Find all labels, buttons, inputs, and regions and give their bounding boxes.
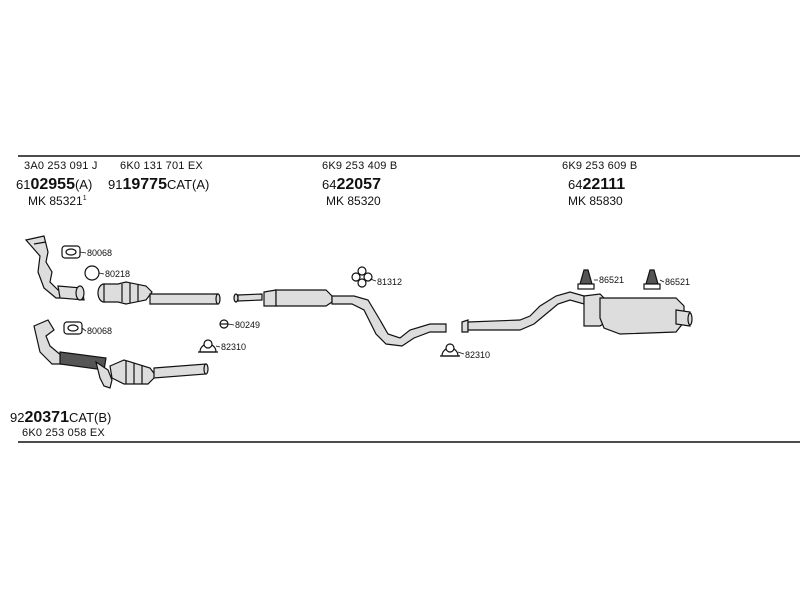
mk-number: 85830 [589,194,623,208]
callout-80068-a[interactable]: 80068 [87,248,113,258]
mk-number: 85321 [49,194,83,208]
middle-silencer[interactable] [233,289,447,347]
part-bold: 02955 [30,176,75,193]
part-bold: 20371 [24,409,69,426]
part-prefix: 92 [10,410,25,425]
clamp-80249[interactable] [219,319,229,329]
ring-80218[interactable] [84,265,100,281]
oem-number-group-4: 6K9 253 609 B [562,160,638,172]
callout-82310-b[interactable]: 82310 [465,350,491,360]
gasket-80068-a[interactable] [61,245,81,259]
catalyst-a[interactable] [97,281,221,305]
hanger-81312[interactable] [351,266,373,288]
clamp-82310-a[interactable] [198,339,218,353]
mk-number: 85320 [347,194,381,208]
leader-lines [79,251,665,355]
hanger-86521-a[interactable] [577,269,595,290]
callout-80249[interactable]: 80249 [235,320,261,330]
part-prefix: 64 [568,177,583,192]
callout-80068-b[interactable]: 80068 [87,326,113,336]
footer-oem-number: 6K0 253 058 EX [22,427,105,439]
part-number-group-2: 9119775CAT(A) [108,177,209,193]
mk-label: MK [568,194,586,208]
part-prefix: 61 [16,177,31,192]
part-prefix: 64 [322,177,337,192]
part-number-group-1: 6102955(A) [16,177,92,193]
front-pipe-b[interactable] [33,319,63,365]
oem-number-group-2: 6K0 131 701 EX [120,160,203,172]
mk-number-group-3: MK 85320 [326,195,381,207]
mk-number-group-4: MK 85830 [568,195,623,207]
part-suffix: CAT(A) [166,177,210,192]
hanger-86521-b[interactable] [643,269,661,290]
part-suffix: (A) [74,177,93,192]
rear-silencer[interactable] [461,291,693,335]
oem-number-group-1: 3A0 253 091 J [24,160,98,172]
callout-86521-a[interactable]: 86521 [599,275,625,285]
mk-label: MK [28,194,46,208]
front-pipe-a[interactable] [24,235,85,301]
part-bold: 19775 [122,176,167,193]
part-number-group-4: 6422111 [568,177,625,193]
part-bold: 22111 [582,176,626,193]
mk-number-group-1: MK 853211 [28,195,87,207]
callout-80218[interactable]: 80218 [105,269,131,279]
catalyst-b[interactable] [59,351,209,389]
clamp-82310-b[interactable] [440,343,460,357]
callout-86521-b[interactable]: 86521 [665,277,691,287]
mk-label: MK [326,194,344,208]
footer-part-number: 9220371CAT(B) [10,410,111,426]
gasket-80068-b[interactable] [63,321,83,335]
part-bold: 22057 [336,176,381,193]
part-suffix: CAT(B) [68,410,112,425]
mk-sup: 1 [82,195,87,202]
oem-number-group-3: 6K9 253 409 B [322,160,398,172]
callout-82310-a[interactable]: 82310 [221,342,247,352]
part-number-group-3: 6422057 [322,177,381,193]
callout-81312[interactable]: 81312 [377,277,403,287]
part-prefix: 91 [108,177,123,192]
